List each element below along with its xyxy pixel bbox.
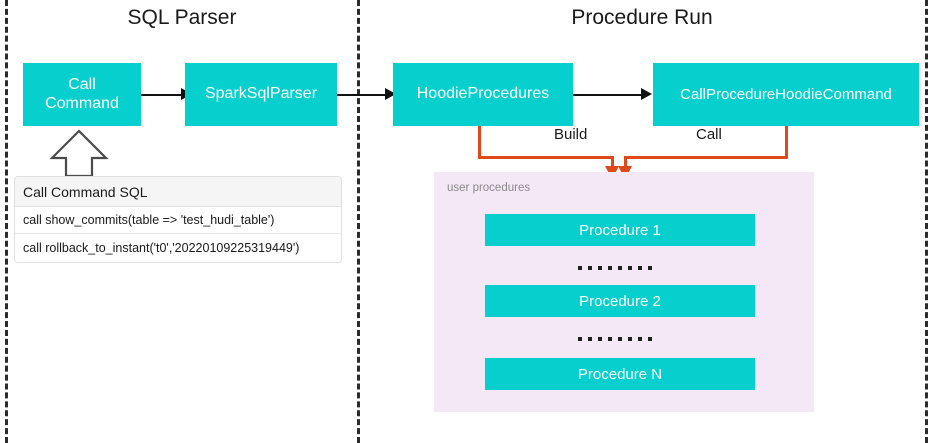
connector-call-label: Call [690,126,728,143]
ellipsis-dots-1 [578,266,652,270]
call-command-sql-row-1[interactable]: call show_commits(table => 'test_hudi_ta… [15,207,341,234]
procedure-box-n[interactable]: Procedure N [485,358,755,390]
connector-build-horizontal [478,156,614,159]
arrow-hoodie-to-command-line [573,94,643,96]
connector-call-vertical-down [624,156,627,169]
ellipsis-dots-2 [578,337,652,341]
section-title-sql-parser: SQL Parser [127,6,237,29]
connector-build-vertical-down [611,156,614,169]
divider-right [925,0,928,443]
arrow-parser-to-hoodie-line [337,94,387,96]
node-call-command-line1: Call [68,75,96,93]
node-call-command[interactable]: Call Command [23,63,141,126]
connector-build-vertical-left [478,126,481,159]
connector-build-label: Build [548,126,594,143]
node-call-procedure-hoodie-command[interactable]: CallProcedureHoodieCommand [653,63,919,126]
block-arrow-up-icon [48,128,110,178]
arrow-parser-to-hoodie-head [385,88,396,100]
call-command-sql-header: Call Command SQL [15,177,341,207]
node-hoodie-procedures[interactable]: HoodieProcedures [393,63,573,126]
node-call-command-line2: Command [45,94,119,112]
connector-call-horizontal [624,156,788,159]
connector-call-vertical-right [785,126,788,159]
arrow-call-command-to-parser-line [141,94,183,96]
call-command-sql-row-2[interactable]: call rollback_to_instant('t0','202201092… [15,234,341,261]
user-procedures-label: user procedures [447,182,531,194]
call-command-sql-table: Call Command SQL call show_commits(table… [14,176,342,263]
section-title-procedure-run: Procedure Run [571,6,713,29]
procedure-box-1[interactable]: Procedure 1 [485,214,755,246]
procedure-box-2[interactable]: Procedure 2 [485,285,755,317]
arrow-hoodie-to-command-head [641,88,652,100]
divider-middle [357,0,360,443]
divider-left [5,0,8,443]
node-spark-sql-parser[interactable]: SparkSqlParser [185,63,337,126]
